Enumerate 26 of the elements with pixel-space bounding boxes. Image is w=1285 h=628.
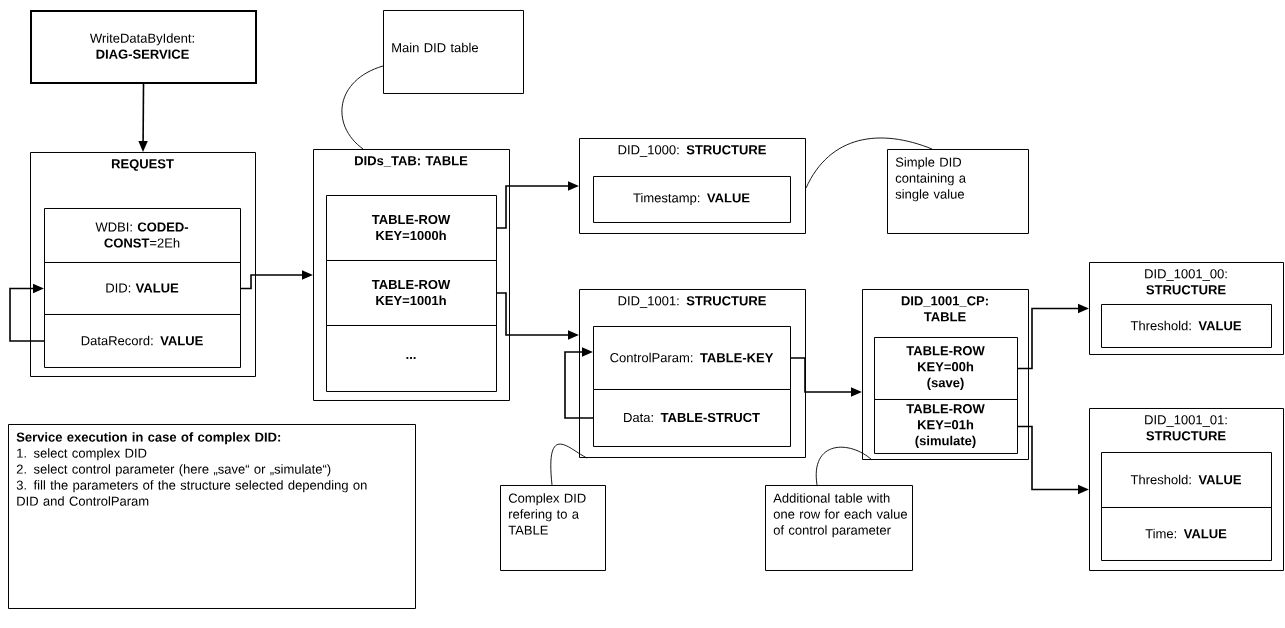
parameter-cell: Data: TABLE-STRUCT — [593, 389, 791, 447]
table-row-cell: TABLE-ROW KEY=1001h — [326, 260, 497, 326]
note-box: Additional table with one row for each value of control parameter — [765, 485, 913, 571]
parameter-cell: Timestamp: VALUE — [593, 176, 791, 223]
note-box: Complex DID refering to a TABLE — [500, 485, 606, 571]
leader-line — [341, 65, 384, 150]
parameter-cell: Time: VALUE — [1101, 507, 1272, 561]
table-row-cell: TABLE-ROW KEY=01h (simulate) — [874, 399, 1018, 454]
arrow — [9, 283, 45, 342]
note-box: Simple DID containing a single value — [887, 149, 1029, 234]
leader-line — [805, 137, 933, 189]
parameter-cell: DataRecord: VALUE — [44, 314, 241, 368]
arrow — [564, 347, 594, 419]
table-row-cell: ... — [326, 325, 497, 392]
parameter-cell: WDBI: CODED-CONST=2Eh — [44, 208, 241, 263]
note-box: Main DID table — [383, 10, 524, 94]
parameter-cell: ControlParam: TABLE-KEY — [593, 326, 791, 390]
leader-line — [550, 443, 588, 486]
table-row-cell: TABLE-ROW KEY=00h (save) — [874, 337, 1018, 400]
parameter-cell: Threshold: VALUE — [1101, 452, 1272, 508]
parameter-cell: DID: VALUE — [44, 262, 241, 315]
service-box: WriteDataByIdent: DIAG-SERVICE — [30, 10, 257, 84]
parameter-cell: Threshold: VALUE — [1101, 304, 1272, 348]
note-box: Service execution in case of complex DID: 1. select complex DID 2. select control parameter (here „save“ or „simulate“) 3. fill the parameters of the structure selected depending on DID and ControlParam — [8, 424, 416, 609]
table-row-cell: TABLE-ROW KEY=1000h — [326, 195, 497, 261]
leader-line — [815, 446, 873, 486]
